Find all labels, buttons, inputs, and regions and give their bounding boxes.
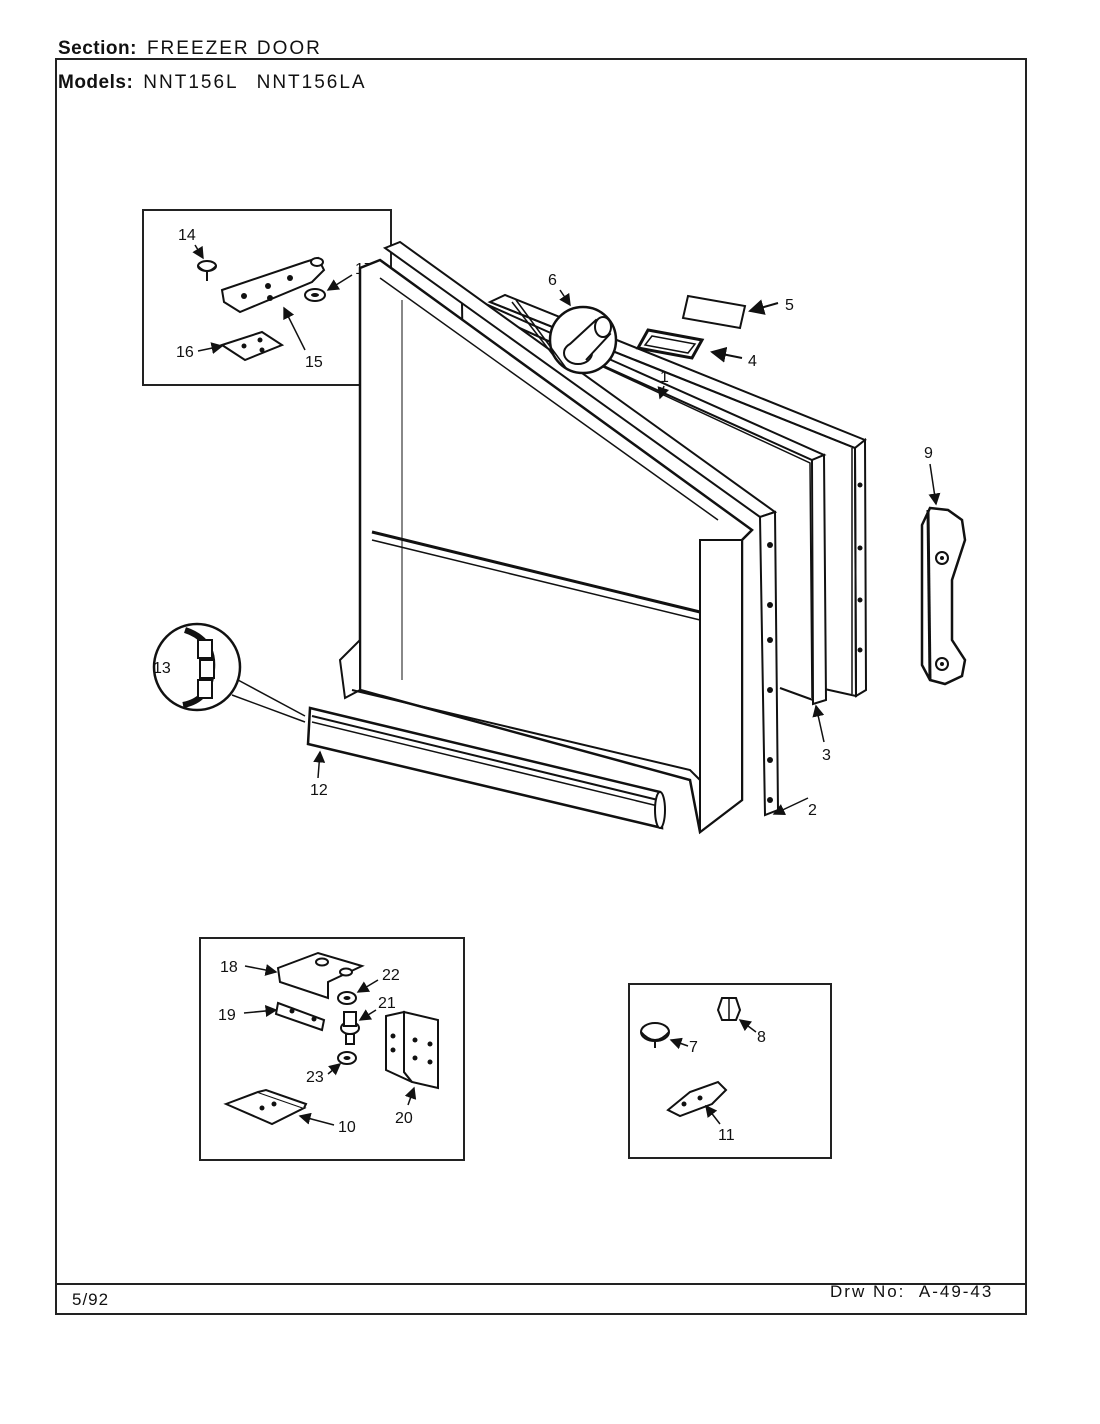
- callout-8: 8: [757, 1029, 766, 1046]
- plug-7: [640, 1022, 670, 1048]
- section-header: Section: FREEZER DOOR: [58, 38, 322, 60]
- door-inner-shelf: [338, 258, 754, 835]
- hinge-shim-19: [274, 1001, 326, 1032]
- model-2: NNT156LA: [256, 72, 367, 93]
- callout-4: 4: [748, 353, 757, 370]
- hinge-plate-10: [223, 1088, 308, 1126]
- nameplate-5: [681, 294, 747, 330]
- hinge-shim-16: [219, 330, 285, 362]
- upper-hinge-inset: 14 17 15 16: [142, 209, 392, 386]
- callout-5: 5: [785, 297, 794, 314]
- callout-9: 9: [924, 445, 933, 462]
- lower-hinge-18: [276, 951, 365, 1000]
- nameplate-holder-4: [635, 328, 705, 360]
- callout-19: 19: [218, 1007, 236, 1024]
- callout-21: 21: [378, 995, 396, 1012]
- washer-22: [337, 991, 357, 1005]
- detail-circle-6: 6: [511, 272, 618, 375]
- callout-15: 15: [305, 354, 323, 371]
- drawing-number: A-49-43: [918, 1282, 994, 1301]
- section-label: Section:: [58, 38, 137, 59]
- drawing-number-block: Drw No: A-49-43: [830, 1282, 993, 1302]
- hinge-pin-21: [340, 1011, 360, 1045]
- callout-7: 7: [689, 1039, 698, 1056]
- washer-23: [337, 1051, 357, 1065]
- callout-20: 20: [395, 1110, 413, 1127]
- callout-1: 1: [660, 369, 669, 386]
- callout-14: 14: [178, 227, 196, 244]
- models-header: Models: NNT156L NNT156LA: [58, 72, 367, 94]
- callout-11: 11: [718, 1127, 735, 1144]
- footer-divider: [55, 1283, 1027, 1285]
- hinge-plate-15: [220, 256, 326, 314]
- door-liner-2: [382, 240, 780, 817]
- drawing-frame: [55, 58, 1027, 1315]
- callout-22: 22: [382, 967, 400, 984]
- callout-18: 18: [220, 959, 238, 976]
- callout-12: 12: [310, 782, 328, 799]
- lower-hinge-inset: 18 19 22 21 23 20 10: [199, 937, 465, 1161]
- callout-3: 3: [822, 747, 831, 764]
- detail-circle-13: 13: [152, 622, 306, 723]
- hardware-inset: 7 8 11: [628, 983, 832, 1159]
- callout-6: 6: [548, 272, 557, 289]
- callout-23: 23: [306, 1069, 324, 1086]
- bracket-11: [666, 1080, 728, 1118]
- door-handle-9: 9: [920, 445, 967, 686]
- model-1: NNT156L: [143, 72, 239, 93]
- models-label: Models:: [58, 72, 134, 93]
- washer-17: [304, 288, 326, 302]
- door-trim-strip-12: [306, 706, 666, 830]
- callout-2: 2: [808, 802, 817, 819]
- callout-13: 13: [153, 660, 171, 677]
- drawing-date: 5/92: [72, 1290, 110, 1309]
- callout-16: 16: [176, 344, 194, 361]
- drawing-number-label: Drw No:: [830, 1282, 906, 1301]
- hinge-bracket-20: [385, 1010, 439, 1090]
- callout-10: 10: [338, 1119, 356, 1136]
- section-value: FREEZER DOOR: [146, 38, 322, 59]
- clip-8: [716, 997, 742, 1021]
- hinge-screw-14: [197, 260, 217, 281]
